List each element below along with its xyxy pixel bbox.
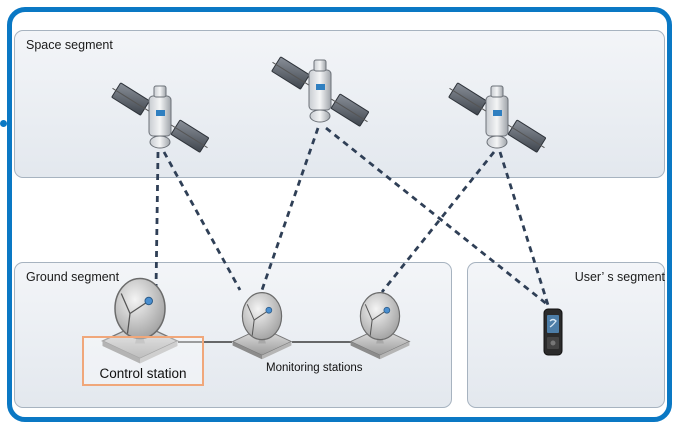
link-monitor-1-to-sat-1	[162, 151, 242, 291]
monitoring-dish-icon	[350, 292, 410, 360]
link-monitor-1-to-sat-2	[260, 127, 320, 291]
link-control-to-sat-1	[154, 151, 160, 291]
space-segment-title: Space segment	[26, 38, 113, 52]
frame-accent-dot	[0, 120, 7, 127]
link-user-to-sat-2	[325, 126, 549, 307]
ground-segment-title: Ground segment	[26, 270, 120, 284]
satellite-icon	[271, 56, 370, 127]
satellite-icon	[448, 82, 547, 153]
monitoring-dish-icon	[232, 292, 292, 360]
link-monitor-2-to-sat-3	[380, 151, 496, 293]
control-station-highlight	[82, 336, 204, 386]
monitoring-stations-label: Monitoring stations	[266, 362, 363, 374]
mobile-phone-icon	[543, 308, 563, 356]
link-user-to-sat-3	[498, 151, 550, 306]
satellite-icon	[111, 82, 210, 153]
user-segment-title: User’ s segment	[574, 270, 665, 284]
user-segment-panel	[467, 262, 665, 408]
control-station-label: Control station	[99, 366, 187, 381]
